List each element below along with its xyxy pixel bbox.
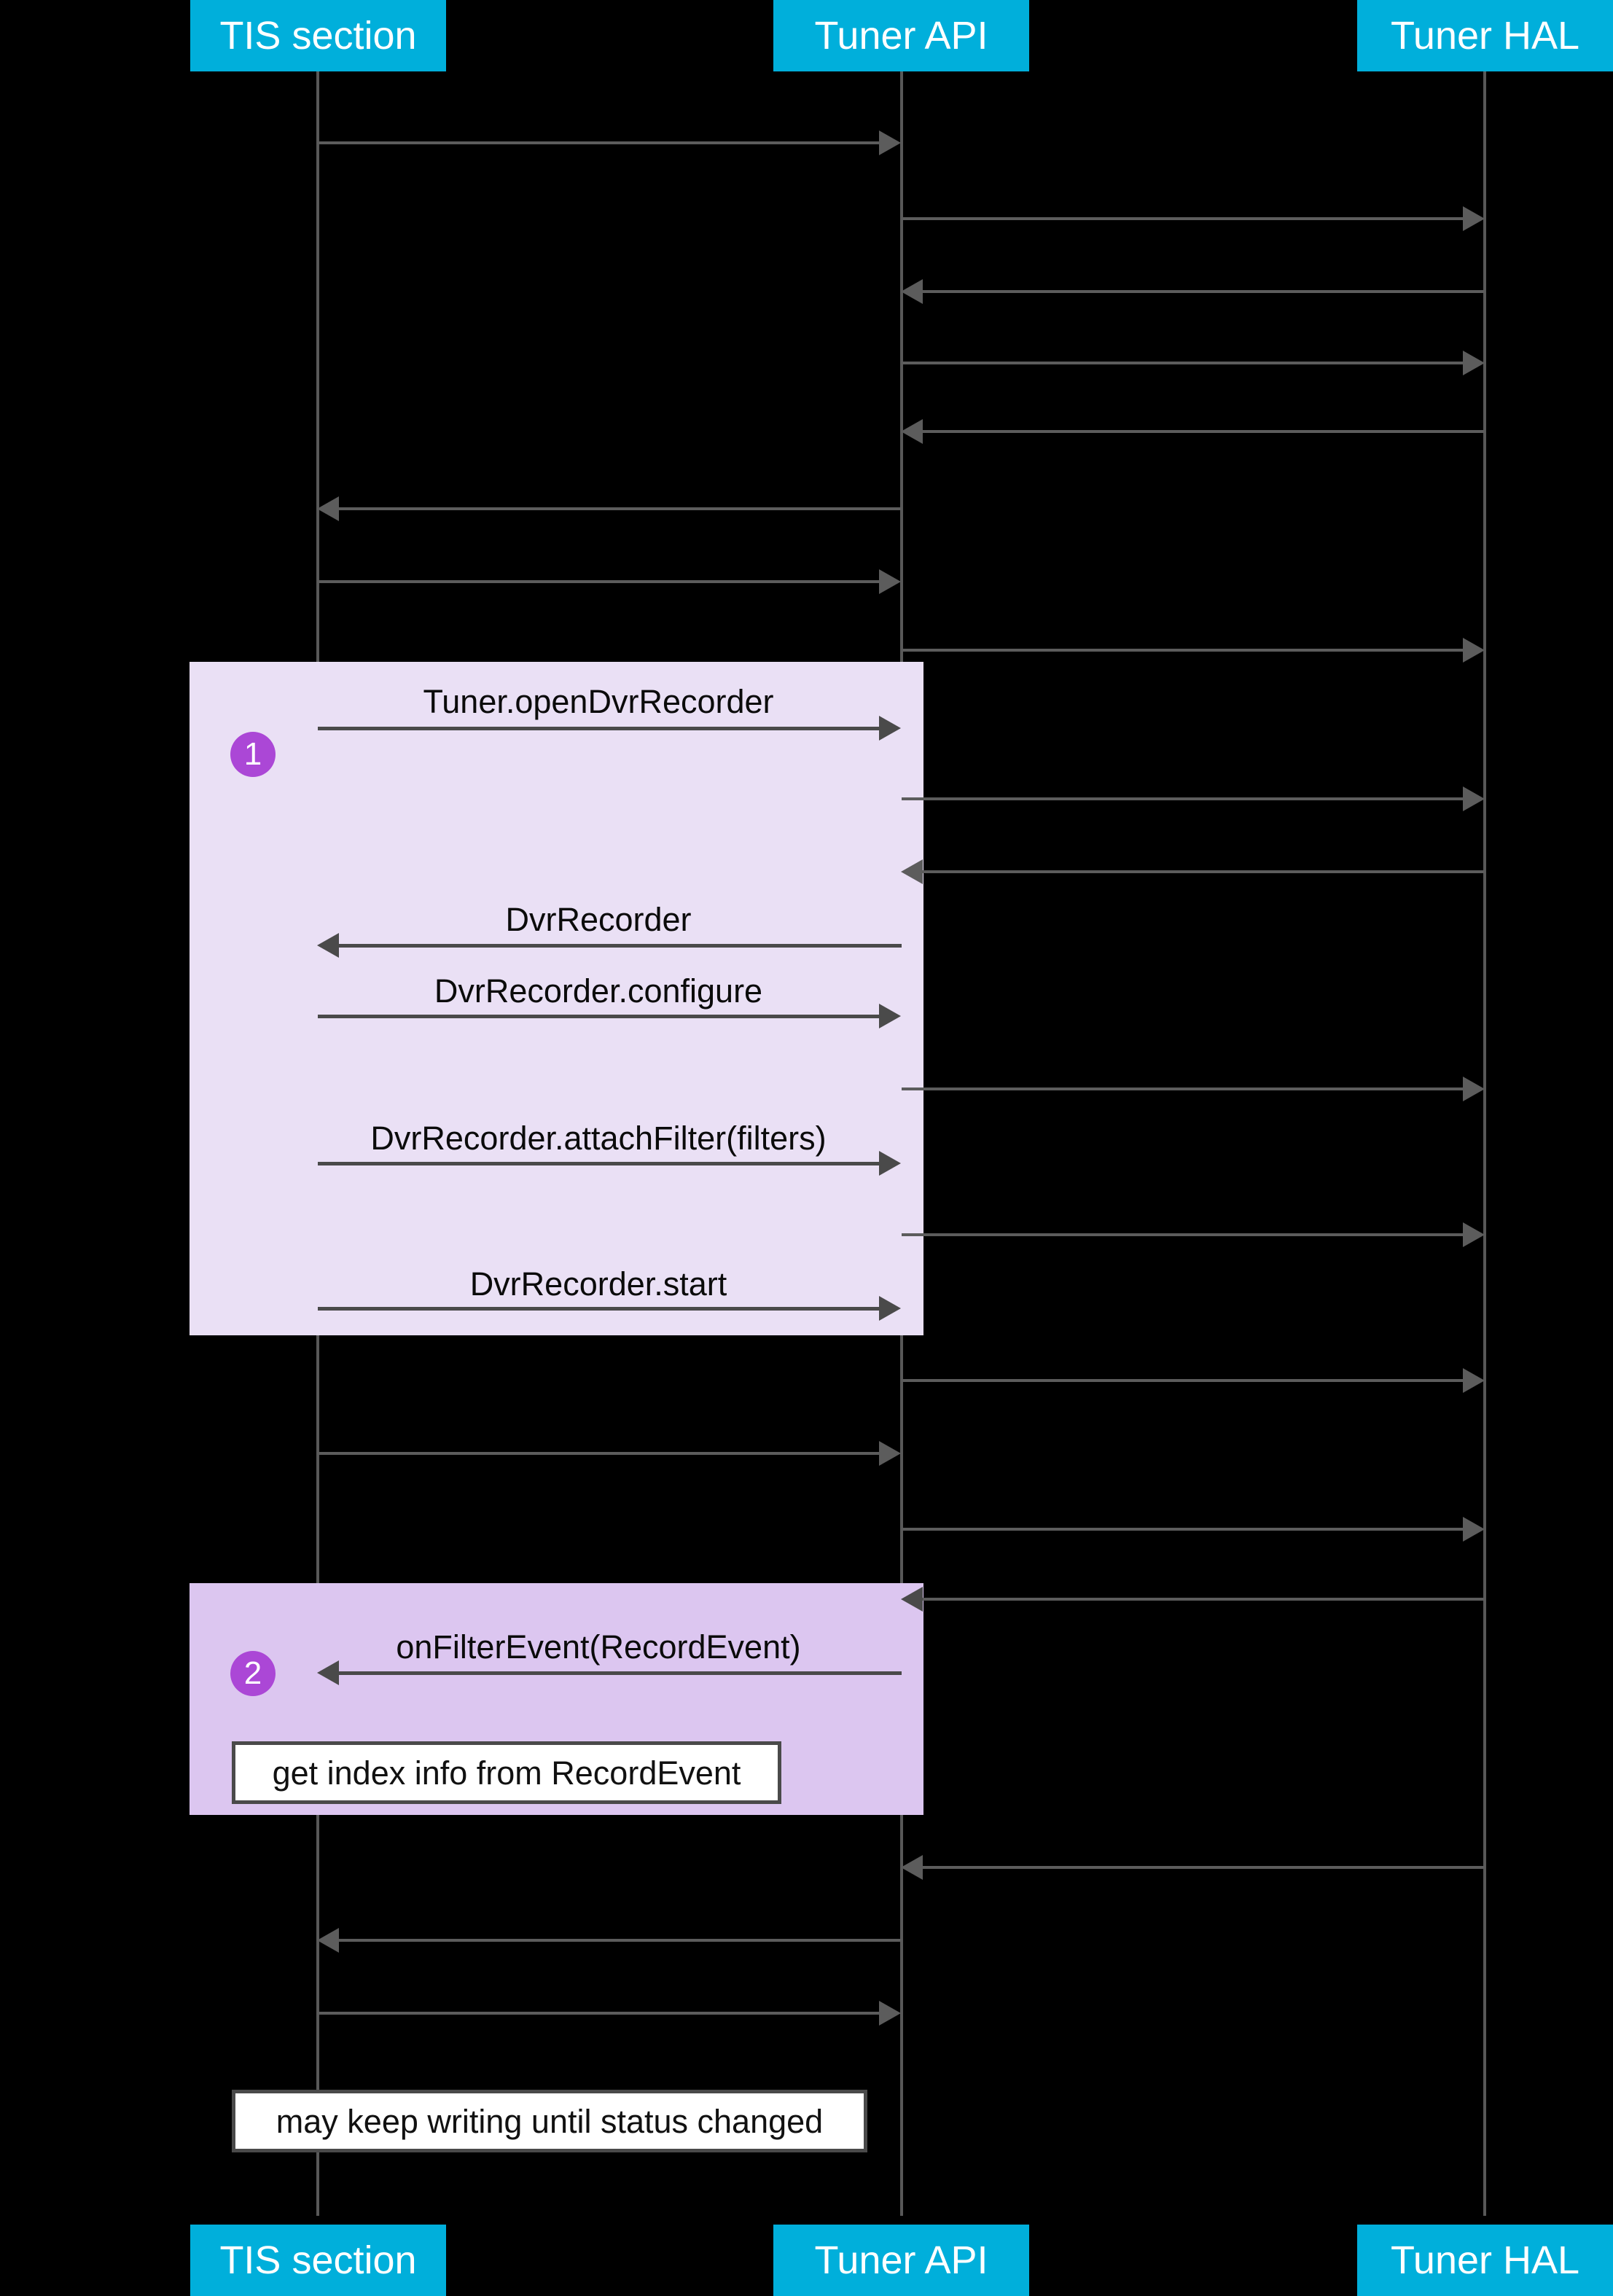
- message-line-7: [318, 580, 879, 583]
- message-arrowhead-5: [901, 419, 923, 444]
- message-line-16: [902, 1233, 1463, 1236]
- message-line-18: [902, 1379, 1463, 1382]
- message-arrowhead-24: [317, 1928, 339, 1953]
- note-may-keep-writing: may keep writing until status changed: [232, 2090, 867, 2152]
- message-label-dvr-recorder: DvrRecorder: [505, 901, 692, 938]
- message-arrowhead-16: [1463, 1222, 1485, 1247]
- message-line-25: [318, 2012, 879, 2015]
- message-line-20: [902, 1528, 1463, 1531]
- message-line-dvr-recorder: [339, 944, 902, 948]
- actor-header-tuner-api-label: Tuner API: [814, 14, 988, 58]
- note-get-index-info: get index info from RecordEvent: [232, 1741, 781, 1804]
- group-1-badge-label: 1: [243, 736, 262, 772]
- message-line-2: [902, 217, 1463, 220]
- message-label-on-filter-event: onFilterEvent(RecordEvent): [396, 1628, 801, 1666]
- actor-header-tis-section-label: TIS section: [219, 14, 417, 58]
- group-1-badge: 1: [230, 732, 276, 777]
- actor-header-tuner-hal-label: Tuner HAL: [1390, 14, 1580, 58]
- message-arrowhead-14: [1463, 1077, 1485, 1101]
- actor-footer-tuner-api-label: Tuner API: [814, 2238, 988, 2282]
- lifeline-tuner-hal: [1483, 71, 1486, 2216]
- actor-footer-tis-section: TIS section: [190, 2225, 446, 2296]
- message-arrowhead-configure: [879, 1004, 901, 1028]
- message-line-11: [923, 870, 1485, 873]
- message-arrowhead-23: [901, 1855, 923, 1880]
- message-label-configure: DvrRecorder.configure: [434, 972, 763, 1010]
- note-may-keep-writing-label: may keep writing until status changed: [276, 2102, 824, 2140]
- message-line-6: [339, 507, 902, 510]
- actor-footer-tis-section-label: TIS section: [219, 2238, 417, 2282]
- actor-header-tuner-api: Tuner API: [773, 0, 1029, 71]
- message-arrowhead-8: [1463, 638, 1485, 663]
- message-arrowhead-attach-filter: [879, 1151, 901, 1176]
- actor-header-tuner-hal: Tuner HAL: [1357, 0, 1613, 71]
- message-line-8: [902, 649, 1463, 652]
- message-label-open-dvr-recorder: Tuner.openDvrRecorder: [423, 683, 774, 720]
- message-line-configure: [318, 1015, 879, 1018]
- message-line-24: [339, 1939, 902, 1942]
- actor-footer-tuner-api: Tuner API: [773, 2225, 1029, 2296]
- group-2-badge: 2: [230, 1651, 276, 1696]
- group-1-box: [190, 662, 923, 1335]
- message-line-on-filter-event: [339, 1671, 902, 1675]
- message-arrowhead-6: [317, 496, 339, 521]
- message-line-5: [923, 430, 1485, 433]
- message-line-19: [318, 1452, 879, 1455]
- actor-header-tis-section: TIS section: [190, 0, 446, 71]
- group-2-badge-label: 2: [243, 1655, 262, 1691]
- message-arrowhead-20: [1463, 1517, 1485, 1542]
- message-arrowhead-open-dvr-recorder: [879, 716, 901, 741]
- message-arrowhead-25: [879, 2001, 901, 2026]
- message-line-23: [923, 1866, 1485, 1869]
- message-arrowhead-21: [901, 1587, 923, 1612]
- message-line-21: [923, 1598, 1485, 1601]
- message-arrowhead-3: [901, 279, 923, 304]
- message-arrowhead-on-filter-event: [317, 1660, 339, 1685]
- message-label-attach-filter: DvrRecorder.attachFilter(filters): [370, 1120, 827, 1157]
- message-arrowhead-10: [1463, 786, 1485, 811]
- message-arrowhead-2: [1463, 206, 1485, 231]
- message-line-open-dvr-recorder: [318, 727, 879, 730]
- message-line-14: [902, 1088, 1463, 1090]
- message-label-start: DvrRecorder.start: [469, 1265, 727, 1303]
- message-line-10: [902, 797, 1463, 800]
- message-line-3: [923, 290, 1485, 293]
- message-arrowhead-11: [901, 859, 923, 884]
- note-get-index-info-label: get index info from RecordEvent: [272, 1754, 741, 1792]
- message-arrowhead-4: [1463, 351, 1485, 375]
- actor-footer-tuner-hal-label: Tuner HAL: [1390, 2238, 1580, 2282]
- message-arrowhead-19: [879, 1441, 901, 1466]
- message-arrowhead-18: [1463, 1368, 1485, 1393]
- message-line-start: [318, 1307, 879, 1311]
- message-arrowhead-start: [879, 1296, 901, 1321]
- message-line-1: [318, 141, 879, 144]
- actor-footer-tuner-hal: Tuner HAL: [1357, 2225, 1613, 2296]
- message-line-4: [902, 362, 1463, 364]
- message-arrowhead-1: [879, 130, 901, 155]
- message-arrowhead-dvr-recorder: [317, 933, 339, 958]
- message-arrowhead-7: [879, 569, 901, 594]
- message-line-attach-filter: [318, 1162, 879, 1165]
